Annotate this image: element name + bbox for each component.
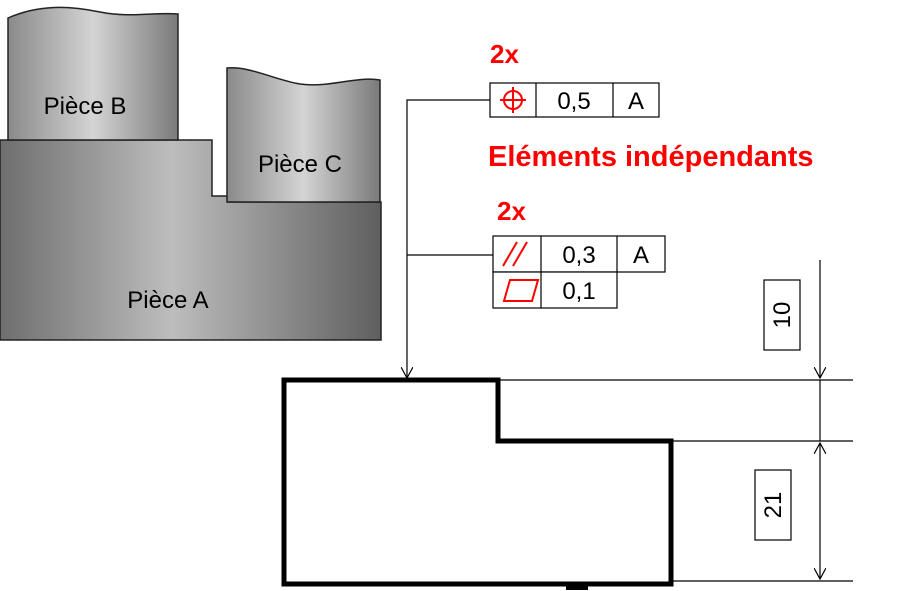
- position-count: 2x: [490, 39, 519, 69]
- position-leader: [407, 99, 490, 378]
- piece-b-label: Pièce B: [44, 93, 127, 120]
- part-outline: [281, 377, 674, 590]
- piece-b: Pièce B: [7, 6, 179, 141]
- flatness-tolerance: 0,1: [562, 278, 595, 305]
- flatness-symbol-icon: [502, 279, 540, 302]
- piece-a-label: Pièce A: [127, 287, 208, 314]
- position-control-frame: 2x 0,5 A: [489, 39, 660, 118]
- orientation-control-frame: 2x 0,3 A 0,1: [492, 196, 666, 309]
- dimension-10-value: 10: [769, 302, 796, 329]
- independent-elements-note: Eléments indépendants: [488, 141, 814, 173]
- piece-c: Pièce C: [226, 67, 381, 203]
- position-symbol-icon: [500, 87, 526, 113]
- piece-c-label: Pièce C: [258, 151, 342, 178]
- piece-a: Pièce A: [0, 139, 382, 341]
- leader-lines: [407, 99, 493, 378]
- parallelism-tolerance: 0,3: [562, 242, 595, 269]
- dimension-21: [754, 443, 820, 579]
- position-tolerance: 0,5: [557, 88, 590, 115]
- parallelism-datum: A: [633, 242, 649, 269]
- extension-lines: [498, 379, 853, 582]
- dimension-10: [763, 260, 820, 441]
- base-tab: [566, 583, 588, 590]
- parallelism-symbol-icon: [502, 241, 528, 267]
- dimension-21-value: 21: [760, 492, 787, 519]
- orientation-count: 2x: [497, 196, 526, 226]
- position-datum: A: [628, 88, 644, 115]
